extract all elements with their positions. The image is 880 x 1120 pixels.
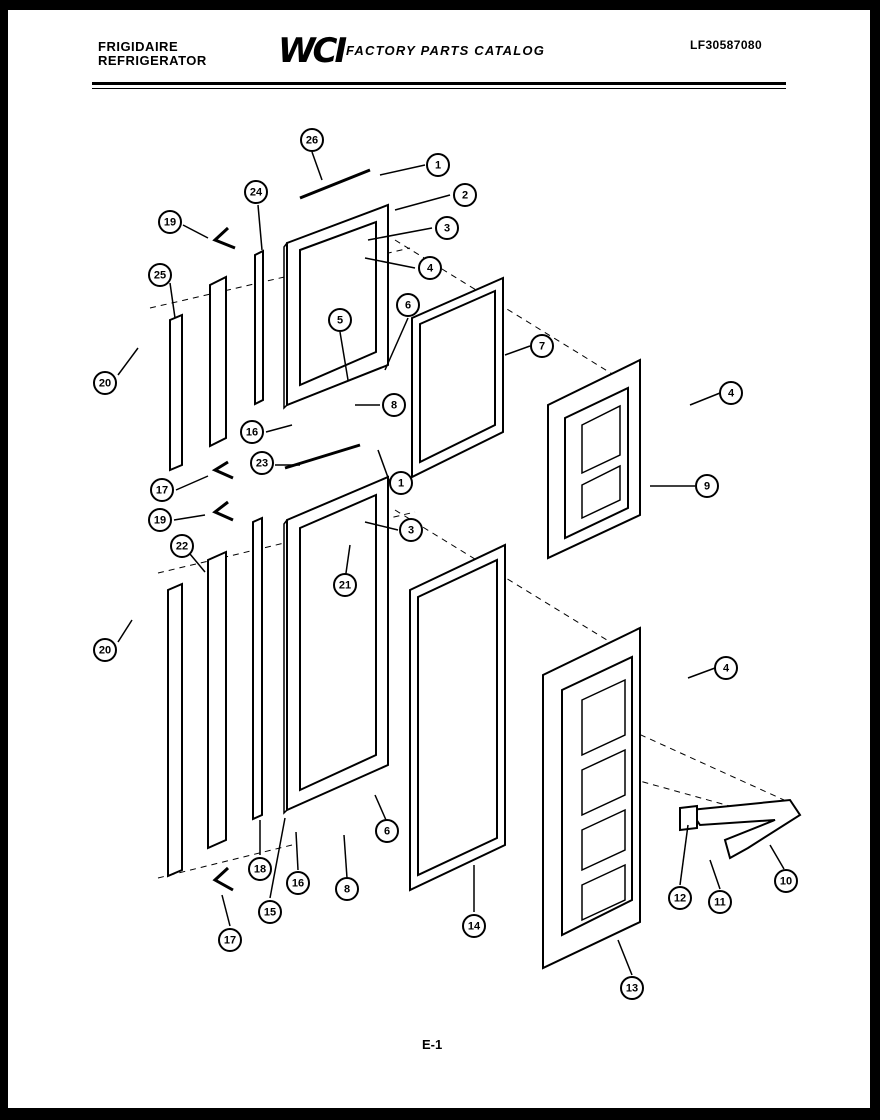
fresh-food-door-gasket	[409, 543, 506, 892]
callout-label: 8	[391, 400, 397, 412]
callout-16: 16	[286, 871, 310, 895]
product-type: REFRIGERATOR	[98, 53, 207, 68]
callout-9: 9	[695, 474, 719, 498]
callout-20: 20	[93, 638, 117, 662]
callout-4: 4	[418, 256, 442, 280]
callout-14: 14	[462, 914, 486, 938]
callout-label: 3	[408, 525, 414, 537]
callout-3: 3	[399, 518, 423, 542]
callout-1: 1	[426, 153, 450, 177]
callout-label: 20	[99, 645, 111, 657]
callout-1: 1	[389, 471, 413, 495]
callout-label: 17	[224, 935, 236, 947]
callout-label: 4	[723, 663, 730, 675]
callout-label: 14	[468, 921, 481, 933]
callout-16: 16	[240, 420, 264, 444]
callout-19: 19	[158, 210, 182, 234]
door-handle	[679, 798, 802, 860]
callout-label: 20	[99, 378, 111, 390]
callout-label: 8	[344, 884, 350, 896]
callout-label: 15	[264, 907, 276, 919]
callout-label: 5	[337, 315, 343, 327]
callout-6: 6	[396, 293, 420, 317]
callout-7: 7	[530, 334, 554, 358]
callout-label: 11	[714, 897, 726, 909]
callout-17: 17	[150, 478, 174, 502]
callout-label: 25	[154, 270, 166, 282]
callout-label: 16	[246, 427, 258, 439]
callout-23: 23	[250, 451, 274, 475]
top-trim-strip	[299, 168, 371, 200]
callout-label: 7	[539, 341, 545, 353]
callout-25: 25	[148, 263, 172, 287]
callout-label: 23	[256, 458, 268, 470]
parts-sheet: FRIGIDAIRE REFRIGERATOR WCI FACTORY PART…	[8, 10, 870, 1108]
model-number: LF30587080	[690, 38, 763, 52]
callout-8: 8	[382, 393, 406, 417]
callout-22: 22	[170, 534, 194, 558]
freezer-door-liner	[547, 358, 641, 560]
callout-12: 12	[668, 886, 692, 910]
callout-label: 19	[154, 515, 166, 527]
callout-label: 24	[250, 187, 263, 199]
callout-label: 17	[156, 485, 168, 497]
callout-label: 22	[176, 541, 188, 553]
callout-10: 10	[774, 869, 798, 893]
callout-2: 2	[453, 183, 477, 207]
callout-label: 6	[384, 826, 390, 838]
hinge-clips	[211, 226, 236, 892]
trim-strips	[167, 249, 264, 878]
callout-26: 26	[300, 128, 324, 152]
wci-logo: WCI	[278, 31, 347, 71]
callout-8: 8	[335, 877, 359, 901]
callout-4: 4	[714, 656, 738, 680]
callout-label: 4	[427, 263, 434, 275]
callout-label: 4	[728, 388, 735, 400]
callout-3: 3	[435, 216, 459, 240]
callout-24: 24	[244, 180, 268, 204]
callout-label: 16	[292, 878, 304, 890]
callout-label: 12	[674, 893, 686, 905]
callout-11: 11	[708, 890, 732, 914]
callout-balloons: 2612341924255674208169231171932122204181…	[93, 128, 798, 1000]
freezer-door-liner-frame	[283, 203, 389, 410]
callout-label: 3	[444, 223, 450, 235]
leader-lines	[117, 151, 785, 976]
callout-label: 13	[626, 983, 638, 995]
brand-name: FRIGIDAIRE	[98, 39, 179, 54]
mid-trim-strip	[284, 443, 361, 470]
callout-15: 15	[258, 900, 282, 924]
callout-label: 19	[164, 217, 176, 229]
fresh-food-door-liner-frame	[283, 475, 389, 815]
callout-label: 18	[254, 864, 266, 876]
callout-label: 21	[339, 580, 351, 592]
exploded-parts-diagram: 2612341924255674208169231171932122204181…	[93, 128, 802, 1000]
callout-6: 6	[375, 819, 399, 843]
callout-label: 26	[306, 135, 318, 147]
callout-5: 5	[328, 308, 352, 332]
catalog-title: FACTORY PARTS CATALOG	[346, 43, 546, 58]
freezer-door-gasket	[411, 276, 504, 479]
callout-18: 18	[248, 857, 272, 881]
callout-17: 17	[218, 928, 242, 952]
callout-4: 4	[719, 381, 743, 405]
callout-label: 2	[462, 190, 468, 202]
callout-19: 19	[148, 508, 172, 532]
callout-20: 20	[93, 371, 117, 395]
callout-label: 1	[398, 478, 404, 490]
callout-21: 21	[333, 573, 357, 597]
header-rule-thin	[92, 88, 786, 89]
fresh-food-door-liner	[542, 626, 641, 970]
callout-label: 1	[435, 160, 441, 172]
callout-13: 13	[620, 976, 644, 1000]
header-rule	[92, 82, 786, 85]
callout-label: 6	[405, 300, 411, 312]
callout-label: 10	[780, 876, 792, 888]
brand-block: FRIGIDAIRE REFRIGERATOR	[98, 40, 207, 68]
callout-label: 9	[704, 481, 710, 493]
page-number: E-1	[422, 1037, 443, 1052]
